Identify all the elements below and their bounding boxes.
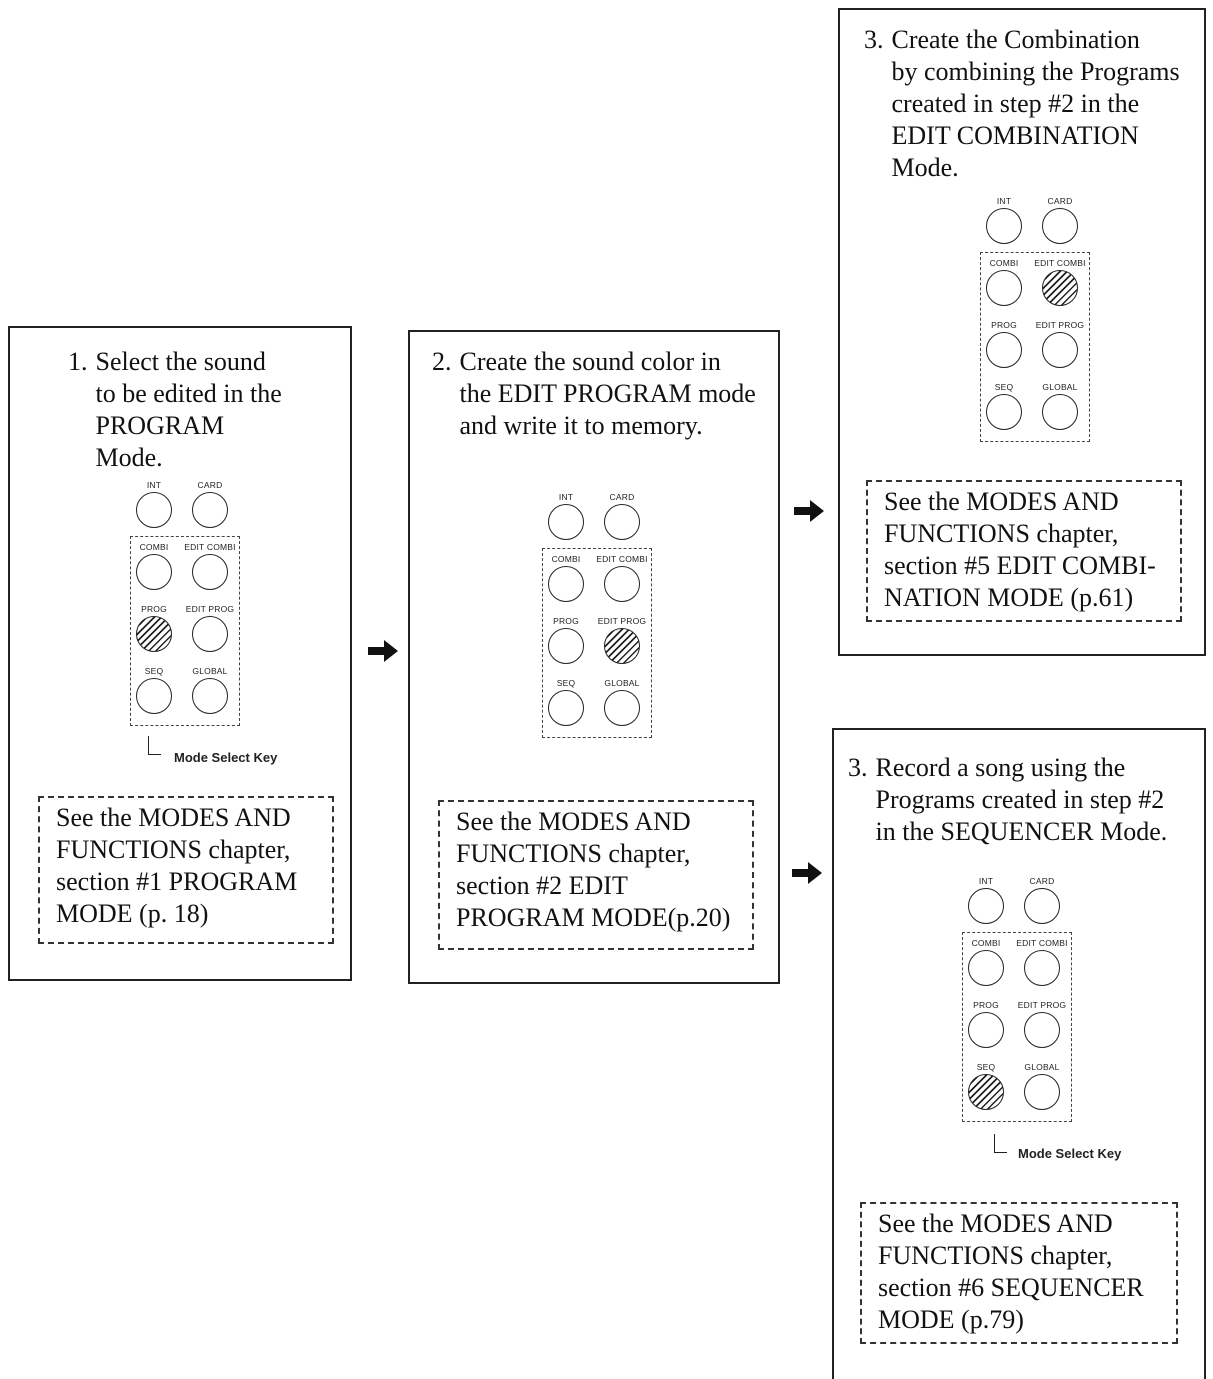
key-combi-button[interactable] bbox=[548, 566, 584, 602]
key-edit-combi-button[interactable] bbox=[192, 554, 228, 590]
step-2-instruction: 2. Create the sound color in the EDIT PR… bbox=[432, 346, 756, 442]
step-2-panel: 2. Create the sound color in the EDIT PR… bbox=[408, 330, 780, 984]
key-label: EDIT COMBI bbox=[1016, 938, 1068, 948]
step-number: 2. bbox=[432, 347, 452, 376]
step-number: 3. bbox=[848, 753, 868, 782]
step-number: 3. bbox=[864, 25, 884, 54]
key-prog-selected[interactable] bbox=[136, 616, 172, 652]
key-label: EDIT COMBI bbox=[1034, 258, 1086, 268]
key-combi-button[interactable] bbox=[986, 270, 1022, 306]
key-int-button[interactable] bbox=[548, 504, 584, 540]
step-3-instruction: 3. Record a song using the Programs crea… bbox=[848, 752, 1167, 848]
key-label: PROG bbox=[973, 1000, 999, 1010]
step-3-instruction: 3. Create the Combination by combining t… bbox=[864, 24, 1180, 184]
key-edit-prog-button[interactable] bbox=[192, 616, 228, 652]
key-label: INT bbox=[558, 492, 574, 502]
key-edit-combi-button[interactable] bbox=[1024, 950, 1060, 986]
key-card-button[interactable] bbox=[604, 504, 640, 540]
key-label: EDIT PROG bbox=[185, 604, 235, 614]
reference-box: See the MODES AND FUNCTIONS chapter, sec… bbox=[438, 800, 754, 950]
key-label: CARD bbox=[197, 480, 223, 490]
reference-box: See the MODES AND FUNCTIONS chapter, sec… bbox=[38, 796, 334, 944]
key-seq-button[interactable] bbox=[136, 678, 172, 714]
key-int-button[interactable] bbox=[136, 492, 172, 528]
caption-bracket bbox=[148, 736, 161, 755]
mode-select-keypad: INT CARD COMBI EDIT COMBI PROG EDIT PROG SEQ GL… bbox=[126, 480, 240, 728]
key-label: SEQ bbox=[556, 678, 576, 688]
key-int-button[interactable] bbox=[986, 208, 1022, 244]
right-arrow-icon bbox=[792, 862, 822, 884]
key-prog-button[interactable] bbox=[968, 1012, 1004, 1048]
mode-keys-dashed-group bbox=[980, 252, 1090, 442]
right-arrow-icon bbox=[368, 640, 398, 662]
key-card-button[interactable] bbox=[1042, 208, 1078, 244]
reference-box: See the MODES AND FUNCTIONS chapter, sec… bbox=[866, 480, 1182, 622]
key-card-button[interactable] bbox=[192, 492, 228, 528]
key-label: GLOBAL bbox=[604, 678, 640, 688]
key-label: SEQ bbox=[976, 1062, 996, 1072]
mode-select-keypad: INT CARD COMBI EDIT COMBI PROG EDIT PROG SEQ GL… bbox=[958, 876, 1072, 1124]
mode-keys-dashed-group bbox=[542, 548, 652, 738]
step-3-sequencer-panel: 3. Record a song using the Programs crea… bbox=[832, 728, 1206, 1379]
key-edit-combi-button[interactable] bbox=[604, 566, 640, 602]
key-card-button[interactable] bbox=[1024, 888, 1060, 924]
key-label: COMBI bbox=[989, 258, 1019, 268]
key-label: COMBI bbox=[139, 542, 169, 552]
reference-box: See the MODES AND FUNCTIONS chapter, sec… bbox=[860, 1202, 1178, 1344]
mode-keys-dashed-group bbox=[962, 932, 1072, 1122]
step-1-instruction: 1. Select the sound to be edited in the … bbox=[68, 346, 282, 474]
mode-select-keypad: INT CARD COMBI EDIT COMBI PROG EDIT PROG SEQ GL… bbox=[538, 492, 652, 740]
right-arrow-icon bbox=[794, 500, 824, 522]
key-label: EDIT COMBI bbox=[184, 542, 236, 552]
key-label: SEQ bbox=[144, 666, 164, 676]
key-global-button[interactable] bbox=[1024, 1074, 1060, 1110]
key-label: CARD bbox=[609, 492, 635, 502]
key-label: EDIT COMBI bbox=[596, 554, 648, 564]
key-label: PROG bbox=[991, 320, 1017, 330]
key-edit-prog-selected[interactable] bbox=[604, 628, 640, 664]
key-prog-button[interactable] bbox=[986, 332, 1022, 368]
key-label: PROG bbox=[553, 616, 579, 626]
step-number: 1. bbox=[68, 347, 88, 376]
key-label: COMBI bbox=[971, 938, 1001, 948]
mode-select-key-caption: Mode Select Key bbox=[1018, 1146, 1122, 1161]
step-3-combination-panel: 3. Create the Combination by combining t… bbox=[838, 8, 1206, 656]
key-prog-button[interactable] bbox=[548, 628, 584, 664]
caption-bracket bbox=[994, 1134, 1007, 1153]
key-seq-button[interactable] bbox=[986, 394, 1022, 430]
step-text: Create the Combination by combining the … bbox=[891, 25, 1180, 182]
key-seq-button[interactable] bbox=[548, 690, 584, 726]
key-label: EDIT PROG bbox=[597, 616, 647, 626]
key-int-button[interactable] bbox=[968, 888, 1004, 924]
key-global-button[interactable] bbox=[604, 690, 640, 726]
key-global-button[interactable] bbox=[1042, 394, 1078, 430]
step-text: Record a song using the Programs created… bbox=[875, 753, 1168, 846]
key-label: PROG bbox=[141, 604, 167, 614]
key-combi-button[interactable] bbox=[136, 554, 172, 590]
key-edit-combi-selected[interactable] bbox=[1042, 270, 1078, 306]
key-combi-button[interactable] bbox=[968, 950, 1004, 986]
mode-select-keypad: INT CARD COMBI EDIT COMBI PROG EDIT PROG SEQ GL… bbox=[976, 196, 1090, 444]
key-label: GLOBAL bbox=[1042, 382, 1078, 392]
mode-select-key-caption: Mode Select Key bbox=[174, 750, 278, 765]
key-seq-selected[interactable] bbox=[968, 1074, 1004, 1110]
step-text: Create the sound color in the EDIT PROGR… bbox=[459, 347, 756, 440]
key-label: COMBI bbox=[551, 554, 581, 564]
key-label: SEQ bbox=[994, 382, 1014, 392]
key-label: GLOBAL bbox=[192, 666, 228, 676]
key-label: INT bbox=[978, 876, 994, 886]
step-text: Select the sound to be edited in the PRO… bbox=[95, 347, 282, 472]
key-label: INT bbox=[996, 196, 1012, 206]
step-1-panel: 1. Select the sound to be edited in the … bbox=[8, 326, 352, 981]
key-label: EDIT PROG bbox=[1017, 1000, 1067, 1010]
key-global-button[interactable] bbox=[192, 678, 228, 714]
key-edit-prog-button[interactable] bbox=[1024, 1012, 1060, 1048]
key-label: GLOBAL bbox=[1024, 1062, 1060, 1072]
key-label: CARD bbox=[1029, 876, 1055, 886]
mode-keys-dashed-group bbox=[130, 536, 240, 726]
key-edit-prog-button[interactable] bbox=[1042, 332, 1078, 368]
key-label: EDIT PROG bbox=[1035, 320, 1085, 330]
key-label: INT bbox=[146, 480, 162, 490]
key-label: CARD bbox=[1047, 196, 1073, 206]
